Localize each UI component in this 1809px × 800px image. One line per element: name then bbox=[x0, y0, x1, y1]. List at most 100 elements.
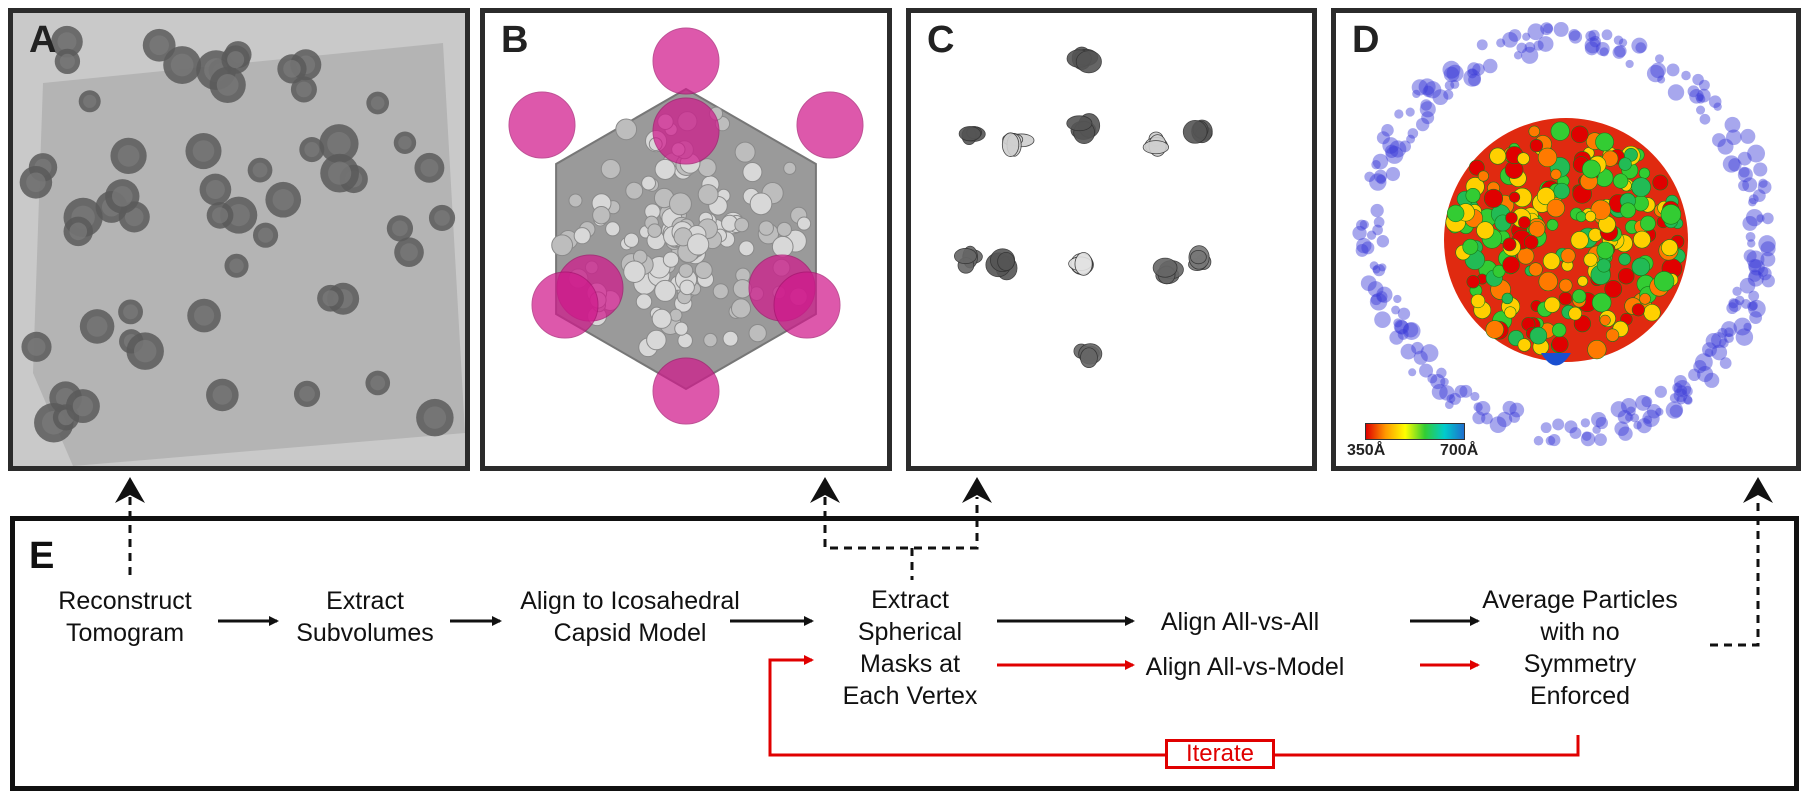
virion-particle bbox=[110, 137, 147, 174]
virion-particle bbox=[317, 284, 344, 312]
virion-particle bbox=[320, 153, 359, 193]
panel-d: D bbox=[1331, 8, 1801, 471]
virion-particle bbox=[416, 398, 454, 437]
vertex-density bbox=[1073, 343, 1103, 368]
virion-particle bbox=[185, 133, 222, 170]
virion-particle bbox=[65, 389, 100, 424]
mask-sphere bbox=[531, 271, 599, 339]
step-line: with no bbox=[1540, 618, 1620, 646]
step-line: Average Particles bbox=[1482, 586, 1678, 614]
mask-sphere bbox=[652, 357, 720, 425]
radius-colorbar bbox=[1365, 423, 1465, 440]
up-arrowhead-b bbox=[810, 477, 840, 503]
panel-e-label: E bbox=[29, 535, 55, 577]
step-reconstruct-tomogram: Reconstruct Tomogram bbox=[50, 585, 200, 649]
step-line: Align to Icosahedral bbox=[520, 587, 740, 615]
virion-particle bbox=[265, 181, 302, 218]
step-line: Enforced bbox=[1529, 682, 1631, 710]
virion-particle bbox=[290, 76, 317, 103]
virion-particle bbox=[206, 201, 234, 229]
panel-c-label: C bbox=[927, 19, 955, 61]
capsid-model-image bbox=[508, 27, 864, 425]
vertex-masks-image bbox=[953, 46, 1213, 368]
virion-particle bbox=[142, 28, 176, 62]
step-line: Extract bbox=[871, 586, 949, 614]
panel-b: B bbox=[480, 8, 892, 471]
virion-particle bbox=[51, 25, 83, 58]
mask-sphere bbox=[652, 27, 720, 95]
tomogram-image bbox=[13, 13, 465, 466]
vertex-density bbox=[1142, 131, 1170, 157]
step-line: Spherical bbox=[857, 618, 963, 646]
virion-particle bbox=[105, 179, 140, 214]
step-line: Align All-vs-All bbox=[1160, 608, 1320, 636]
vertex-density bbox=[1001, 132, 1035, 157]
virion-particle bbox=[206, 378, 239, 412]
up-arrowhead-c bbox=[962, 477, 992, 503]
virion-particle bbox=[386, 215, 414, 242]
virion-particle bbox=[54, 48, 81, 75]
step-line: Each Vertex bbox=[842, 682, 978, 710]
step-extract-subvolumes: Extract Subvolumes bbox=[285, 585, 445, 649]
iterate-label: Iterate bbox=[1165, 739, 1275, 769]
step-align-icosahedral: Align to Icosahedral Capsid Model bbox=[505, 585, 755, 649]
virion-particle bbox=[221, 45, 250, 74]
colored-capsid bbox=[1444, 118, 1688, 362]
vertex-density bbox=[985, 248, 1018, 281]
virion-particle bbox=[428, 204, 456, 232]
mask-sphere bbox=[773, 271, 841, 339]
step-average-particles: Average Particles with no Symmetry Enfor… bbox=[1460, 584, 1700, 712]
virion-particle bbox=[21, 331, 52, 362]
virion-particle bbox=[393, 131, 417, 154]
vertex-density bbox=[1152, 257, 1184, 285]
step-line: Subvolumes bbox=[296, 619, 434, 647]
virion-particle bbox=[247, 157, 273, 183]
vertex-density bbox=[1068, 252, 1094, 276]
virion-particle bbox=[366, 91, 390, 115]
virion-particle bbox=[224, 253, 249, 278]
virion-particle bbox=[209, 66, 246, 104]
step-align-all-vs-all: Align All-vs-All bbox=[1140, 606, 1340, 638]
virion-particle bbox=[19, 166, 53, 199]
step-line: Capsid Model bbox=[553, 619, 707, 647]
step-line: Symmetry bbox=[1523, 650, 1637, 678]
virion-particle bbox=[414, 152, 445, 183]
step-extract-masks: Extract Spherical Masks at Each Vertex bbox=[835, 584, 985, 712]
portal-density bbox=[1541, 353, 1571, 366]
virion-particle bbox=[365, 370, 391, 396]
vertex-density bbox=[1182, 119, 1213, 144]
panel-c: C bbox=[906, 8, 1317, 471]
virion-particle bbox=[118, 299, 143, 325]
vertex-density bbox=[1066, 46, 1102, 74]
colorbar-min-label: 350Å bbox=[1347, 442, 1386, 459]
step-line: Align All-vs-Model bbox=[1145, 653, 1345, 681]
vertex-density bbox=[1066, 113, 1101, 145]
panel-b-label: B bbox=[501, 19, 529, 61]
panel-a: A bbox=[8, 8, 470, 471]
asymmetric-reconstruction-image bbox=[1352, 21, 1776, 447]
vertex-density bbox=[958, 126, 986, 146]
virion-particle bbox=[126, 332, 164, 370]
mask-sphere bbox=[508, 91, 576, 159]
virion-particle bbox=[199, 173, 232, 206]
virion-particle bbox=[293, 380, 321, 407]
outer-membrane-shell bbox=[1352, 21, 1776, 447]
colorbar-max-label: 700Å bbox=[1440, 442, 1479, 459]
virion-particle bbox=[187, 298, 221, 333]
step-align-all-vs-model: Align All-vs-Model bbox=[1140, 651, 1350, 683]
step-line: Extract bbox=[326, 587, 404, 615]
step-line: Reconstruct bbox=[58, 587, 192, 615]
virion-particle bbox=[252, 222, 279, 248]
mask-sphere bbox=[652, 97, 720, 165]
step-line: Masks at bbox=[859, 650, 961, 678]
virion-particle bbox=[319, 124, 359, 164]
step-line: Tomogram bbox=[65, 619, 185, 647]
virion-particle bbox=[163, 46, 202, 84]
virion-particle bbox=[79, 309, 115, 344]
virion-particle bbox=[394, 237, 424, 267]
virion-particle bbox=[299, 137, 325, 163]
up-arrowhead-d bbox=[1743, 477, 1773, 503]
mask-sphere bbox=[796, 91, 864, 159]
up-arrowhead-a bbox=[115, 477, 145, 503]
virion-particle bbox=[277, 54, 307, 84]
